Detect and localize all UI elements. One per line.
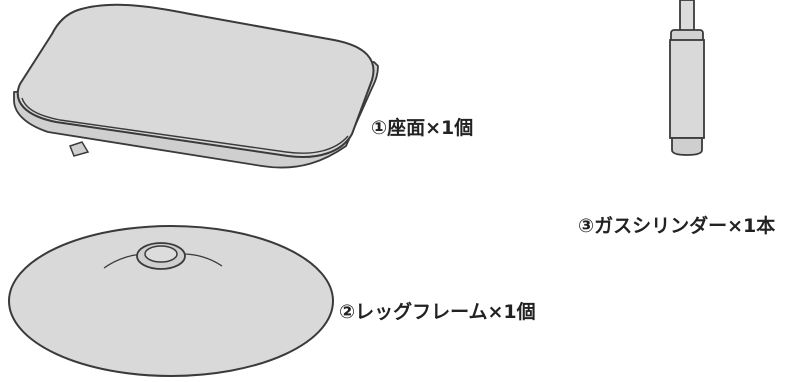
gas-cylinder-illustration	[669, 0, 705, 156]
leg-frame-label: ②レッグフレーム×1個	[339, 301, 536, 323]
leg-frame-illustration	[8, 225, 334, 377]
seat-illustration	[13, 3, 379, 169]
seat-label: ①座面×1個	[371, 117, 474, 139]
leg-frame-disc	[8, 225, 334, 377]
seat-lever	[69, 141, 90, 157]
gas-cylinder-cap	[671, 137, 703, 156]
gas-cylinder-label: ③ガスシリンダー×1本	[578, 215, 776, 237]
leg-frame-hub-inner	[144, 245, 178, 263]
seat-top	[16, 3, 375, 158]
gas-cylinder-body	[669, 39, 705, 139]
seat-rim	[21, 97, 349, 154]
gas-cylinder-rod	[679, 0, 695, 33]
